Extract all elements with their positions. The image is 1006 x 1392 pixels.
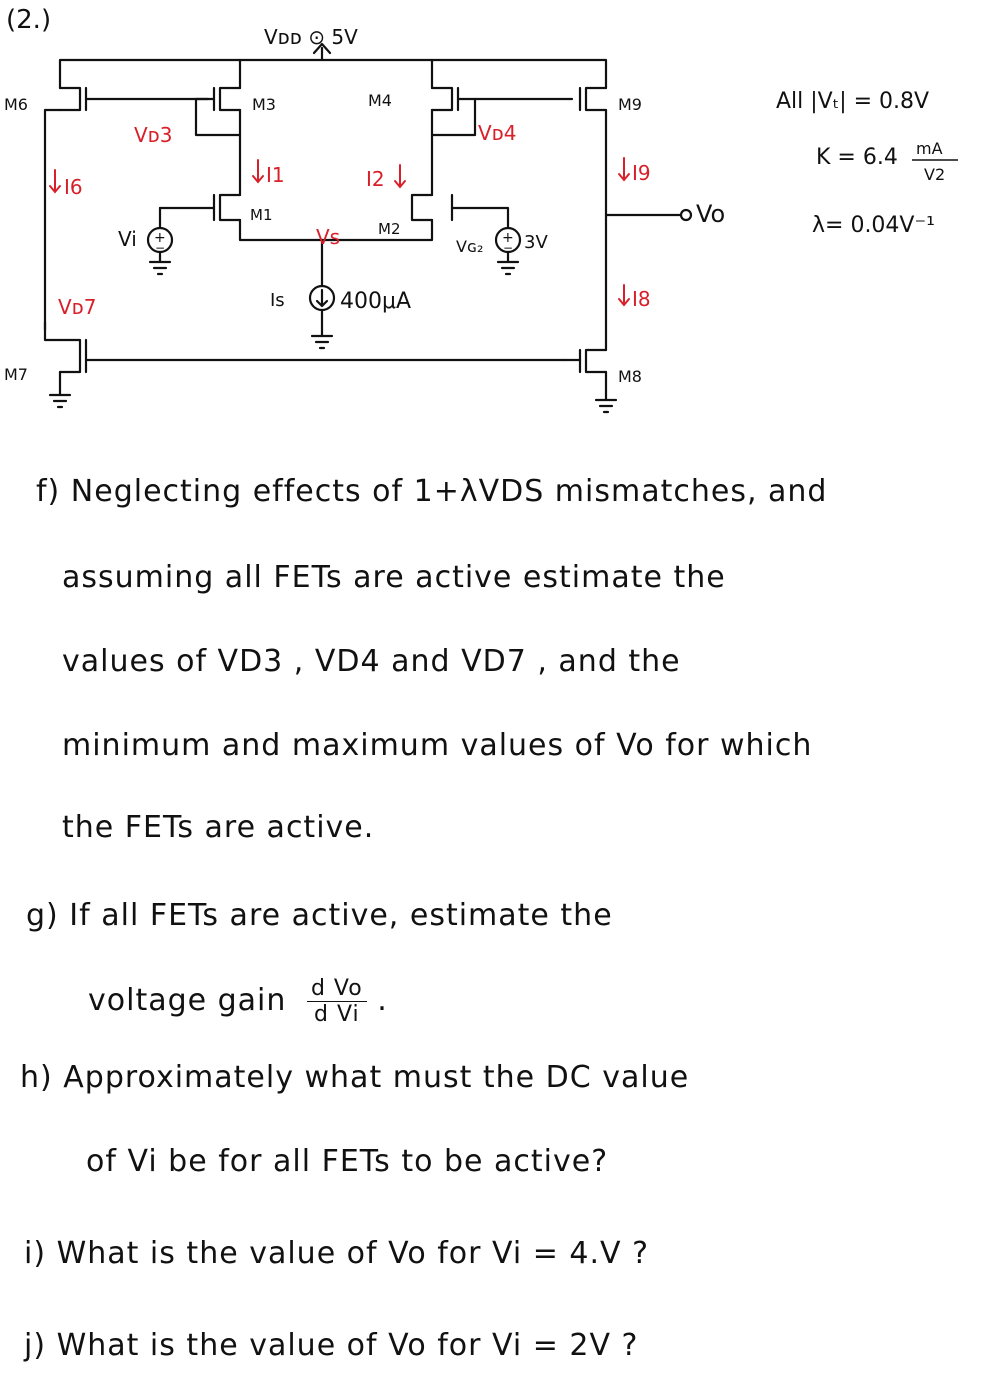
i9-label: I9	[632, 161, 651, 185]
i9-arrow-icon	[618, 157, 630, 182]
vi-minus: −	[155, 241, 165, 255]
vi-plus: +	[154, 230, 166, 246]
i2-label: I2	[366, 167, 385, 191]
vg2-value: 3V	[524, 232, 548, 253]
m9-label: M9	[618, 95, 642, 114]
question-i: i) What is the value of Vo for Vi = 4.V …	[24, 1236, 650, 1271]
vg2-label: Vɢ₂	[456, 237, 483, 256]
transistor-m9	[578, 86, 608, 332]
i1-label: I1	[266, 163, 285, 187]
gain-fraction-numerator: d Vo	[306, 976, 367, 1002]
m7-label: M7	[4, 365, 28, 384]
vg2-plus: +	[502, 230, 514, 246]
param-k-prefix: K = 6.4	[816, 145, 898, 170]
vo-label: Vo	[696, 200, 725, 228]
param-lambda: λ= 0.04V⁻¹	[812, 213, 935, 238]
transistor-m1	[158, 193, 434, 242]
question-f-line-1: f) Neglecting effects of 1+λVDS mismatch…	[36, 474, 828, 509]
vg2-minus: −	[503, 241, 513, 255]
vd7-label: Vᴅ7	[58, 295, 97, 319]
question-h-line-1: h) Approximately what must the DC value	[20, 1060, 690, 1095]
m2-label: M2	[378, 220, 401, 238]
vdd-label: Vᴅᴅ ⊙ 5V	[264, 25, 358, 49]
vd3-label: Vᴅ3	[134, 123, 173, 147]
i6-label: I6	[64, 175, 83, 199]
transistor-m3	[194, 86, 242, 197]
question-g-tail: .	[377, 983, 388, 1018]
param-vt: All |Vₜ| = 0.8V	[776, 89, 929, 114]
question-g-line-2: voltage gain d Vo d Vi .	[88, 976, 388, 1027]
m3-label: M3	[252, 95, 276, 114]
gain-fraction: d Vo d Vi	[306, 976, 367, 1027]
transistor-m2	[410, 193, 510, 230]
param-k-den: V2	[924, 165, 945, 184]
vs-label: Vs	[316, 225, 340, 249]
is-value: 400μA	[340, 289, 411, 314]
question-h-line-2: of Vi be for all FETs to be active?	[86, 1144, 609, 1179]
question-g-text: voltage gain	[88, 983, 287, 1018]
i8-arrow-icon	[618, 284, 630, 307]
m8-label: M8	[618, 367, 642, 386]
question-g-line-1: g) If all FETs are active, estimate the	[26, 898, 613, 933]
m4-label: M4	[368, 91, 392, 110]
transistor-m8	[562, 328, 618, 414]
vo-terminal-icon	[679, 208, 693, 222]
vdd-arrow-icon	[312, 42, 332, 55]
gain-fraction-denominator: d Vi	[314, 1002, 360, 1027]
question-f-line-4: minimum and maximum values of Vo for whi…	[62, 728, 813, 763]
question-f-line-3: values of VD3 , VD4 and VD7 , and the	[62, 644, 681, 679]
transistor-m7	[43, 320, 566, 409]
m6-label: M6	[4, 95, 28, 114]
i8-label: I8	[632, 287, 651, 311]
vg2-source-icon	[494, 226, 522, 276]
question-j: j) What is the value of Vo for Vi = 2V ?	[24, 1328, 639, 1363]
vi-label: Vi	[118, 227, 137, 251]
question-f-line-5: the FETs are active.	[62, 810, 375, 845]
vdd-rail	[58, 58, 608, 75]
transistor-m4	[430, 86, 574, 197]
param-k-num: mA	[916, 139, 943, 158]
problem-number: (2.)	[6, 5, 51, 35]
i6-arrow-icon	[49, 169, 61, 194]
vd4-label: Vᴅ4	[478, 121, 517, 145]
i2-arrow-icon	[394, 164, 406, 189]
transistor-m6	[43, 86, 210, 332]
question-f-line-2: assuming all FETs are active estimate th…	[62, 560, 726, 595]
is-current-source-icon	[308, 238, 336, 350]
m1-label: M1	[250, 206, 273, 224]
vi-source-icon	[146, 226, 174, 276]
i1-arrow-icon	[252, 159, 264, 184]
circuit-schematic: (2.) Vᴅᴅ ⊙ 5V M6 M3 M4 M9 M1 M2 M7 M8 Vᴅ…	[4, 5, 958, 414]
is-label: Is	[270, 290, 285, 311]
